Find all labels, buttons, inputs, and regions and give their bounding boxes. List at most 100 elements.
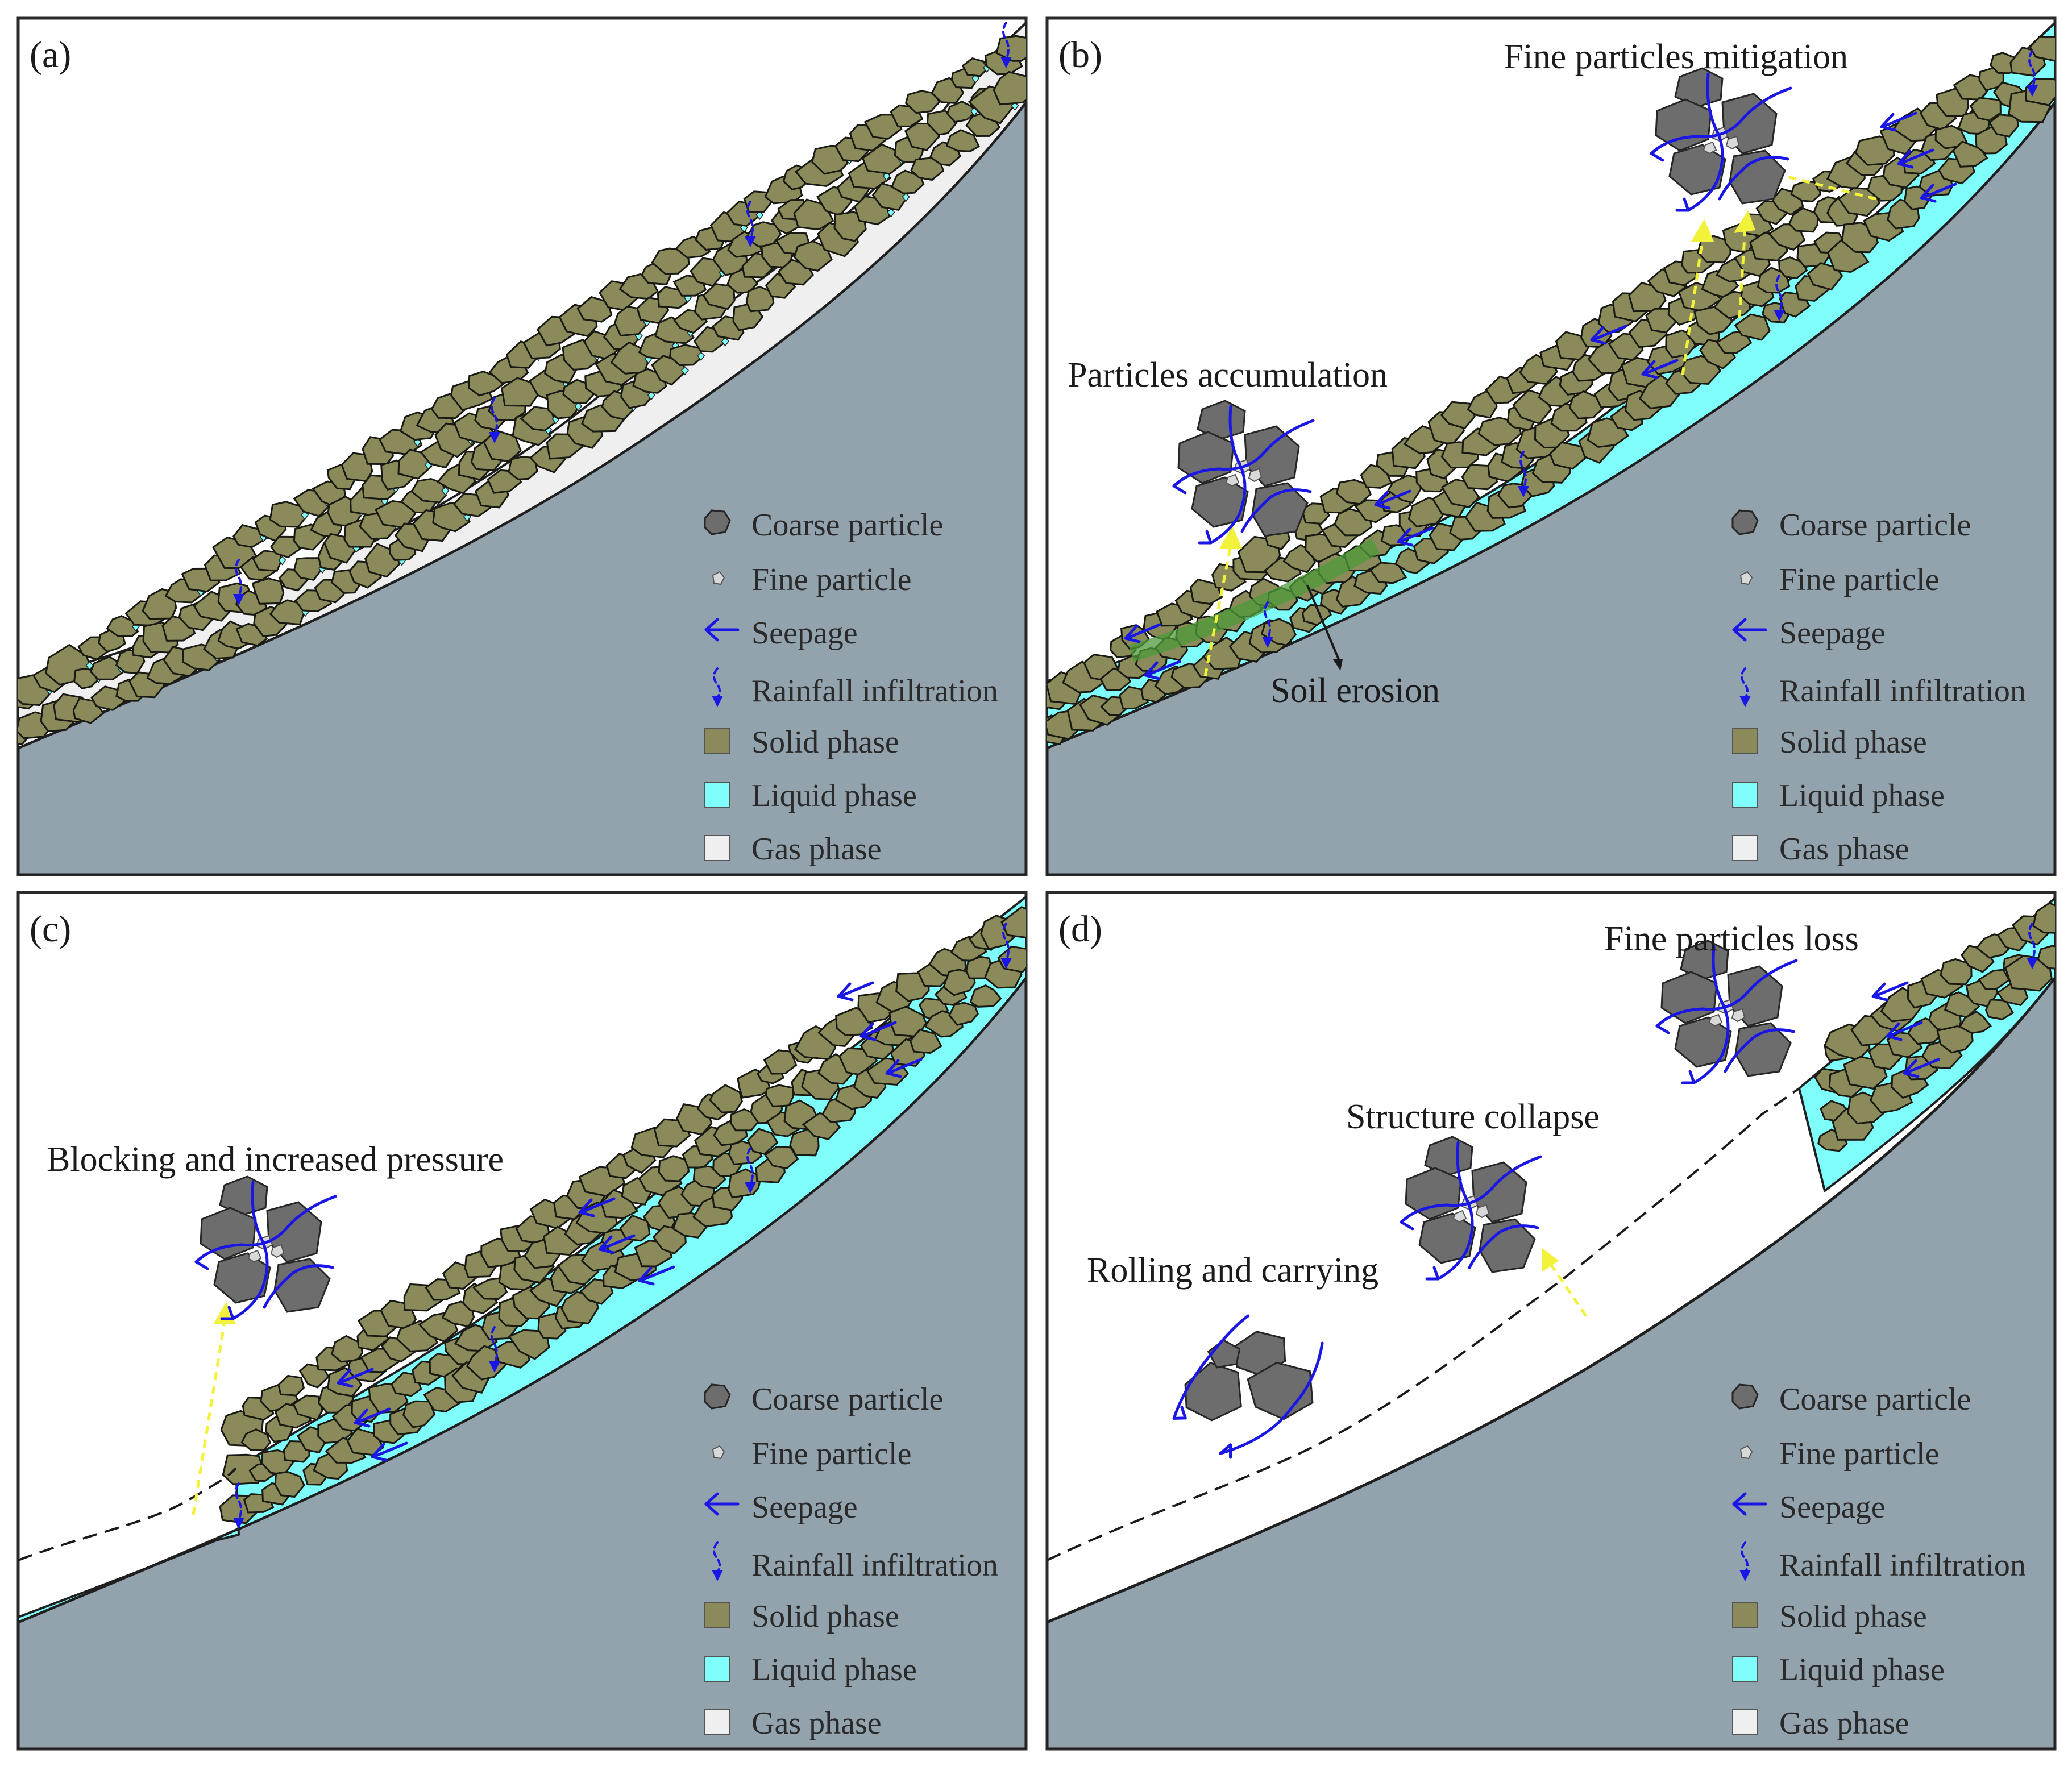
panel-tag: (a) bbox=[30, 34, 71, 76]
annotation-accumulation: Particles accumulation bbox=[1068, 356, 1388, 394]
legend-label-liquid: Liquid phase bbox=[1779, 778, 1945, 813]
legend-label-coarse: Coarse particle bbox=[751, 1382, 943, 1417]
legend-label-gas: Gas phase bbox=[1779, 1706, 1909, 1741]
annotation-blocking: Blocking and increased pressure bbox=[47, 1140, 504, 1179]
solid-particle bbox=[1958, 1011, 1992, 1034]
seepage-arrow-icon bbox=[704, 1492, 740, 1516]
rainfall-arrow-icon bbox=[712, 1541, 723, 1581]
solid-particle bbox=[746, 1128, 779, 1155]
liquid-phase-swatch bbox=[704, 1656, 730, 1682]
gas-phase-swatch bbox=[704, 1709, 730, 1735]
annotation-rolling: Rolling and carrying bbox=[1087, 1251, 1378, 1290]
water-droplet bbox=[755, 210, 764, 221]
water-droplet bbox=[301, 510, 309, 520]
liquid-phase-swatch bbox=[1732, 1656, 1758, 1682]
solid-particle bbox=[946, 101, 977, 123]
water-droplet bbox=[721, 337, 729, 347]
water-droplet bbox=[887, 208, 895, 218]
coarse-particle-icon bbox=[1731, 509, 1759, 535]
panel-tag: (c) bbox=[30, 908, 71, 950]
annotation-collapse: Structure collapse bbox=[1346, 1098, 1600, 1136]
migration-arrow bbox=[1203, 545, 1232, 677]
legend-label-coarse: Coarse particle bbox=[1779, 508, 1971, 543]
rainfall-arrow-icon bbox=[1739, 667, 1751, 707]
annotation-erosion: Soil erosion bbox=[1270, 671, 1440, 710]
water-droplet bbox=[1030, 45, 1037, 53]
solid-particle bbox=[965, 955, 993, 979]
coarse-particle-icon bbox=[704, 1383, 731, 1410]
legend-label-liquid: Liquid phase bbox=[1779, 1652, 1945, 1688]
legend-label-gas: Gas phase bbox=[1779, 832, 1909, 867]
solid-particle bbox=[948, 1002, 979, 1026]
solid-particle bbox=[2029, 35, 2055, 62]
solid-particle bbox=[961, 57, 989, 77]
solid-particles bbox=[1047, 35, 2055, 746]
bedrock bbox=[1047, 976, 2055, 1749]
solid-particle bbox=[292, 1394, 323, 1421]
water-droplet bbox=[441, 486, 450, 496]
panel-c: (c) Blocking and increased pressure bbox=[18, 896, 1026, 1749]
legend-label-rainfall: Rainfall infiltration bbox=[1779, 674, 2026, 709]
seepage-arrow-icon bbox=[1732, 1492, 1767, 1516]
solid-particle bbox=[2037, 945, 2055, 970]
liquid-phase-swatch bbox=[1732, 782, 1758, 808]
fine-particle-icon bbox=[712, 1445, 725, 1460]
solid-particle bbox=[1734, 313, 1771, 341]
solid-particle bbox=[2032, 902, 2055, 934]
panel-title: Fine particles loss bbox=[1604, 920, 1859, 958]
solid-phase-swatch bbox=[1732, 728, 1758, 754]
legend-label-seepage: Seepage bbox=[751, 1490, 858, 1525]
fine-particle-icon bbox=[1739, 571, 1753, 585]
solid-particle bbox=[945, 129, 981, 152]
solid-particle bbox=[293, 557, 323, 581]
solid-particle bbox=[240, 1428, 271, 1451]
solid-phase-swatch bbox=[704, 728, 730, 754]
legend-label-liquid: Liquid phase bbox=[751, 778, 917, 813]
solid-particle bbox=[402, 1400, 436, 1428]
water-droplet bbox=[647, 391, 655, 401]
water-droplet bbox=[1011, 101, 1019, 111]
legend-label-solid: Solid phase bbox=[1779, 1599, 1927, 1634]
solid-particle bbox=[765, 1084, 794, 1107]
migration-arrow bbox=[1547, 1261, 1588, 1317]
legend-label-seepage: Seepage bbox=[1779, 616, 1886, 651]
solid-particle bbox=[89, 655, 126, 680]
panel-a: (a) bbox=[18, 22, 1037, 875]
rolling-cluster bbox=[1172, 1314, 1324, 1459]
fine-particle-icon bbox=[712, 571, 725, 585]
solid-particles bbox=[18, 35, 1037, 745]
solid-particles bbox=[219, 905, 1026, 1524]
solid-particle bbox=[277, 1374, 305, 1397]
original-slope-outline bbox=[1047, 1087, 1800, 1561]
failed-slope-outline bbox=[18, 1467, 237, 1561]
legend-label-rainfall: Rainfall infiltration bbox=[751, 1548, 998, 1583]
water-droplet bbox=[971, 74, 980, 84]
solid-particle bbox=[709, 1084, 744, 1113]
gas-phase-swatch bbox=[1732, 1709, 1758, 1735]
legend-label-gas: Gas phase bbox=[751, 1706, 882, 1741]
water-droplet bbox=[278, 556, 286, 566]
seepage-arrow-icon bbox=[1732, 618, 1767, 642]
migration-arrow bbox=[192, 1321, 226, 1515]
legend-label-coarse: Coarse particle bbox=[751, 508, 943, 543]
solid-particle bbox=[993, 70, 1026, 106]
solid-phase-swatch bbox=[704, 1602, 730, 1628]
legend-label-gas: Gas phase bbox=[751, 832, 882, 867]
gas-phase-swatch bbox=[704, 835, 730, 861]
water-droplet bbox=[574, 402, 583, 412]
panel-tag: (b) bbox=[1058, 34, 1102, 76]
legend-label-liquid: Liquid phase bbox=[751, 1652, 917, 1688]
water-droplet bbox=[902, 193, 910, 202]
legend-label-solid: Solid phase bbox=[751, 1599, 899, 1634]
solid-particle bbox=[274, 1470, 305, 1498]
panel-title: Fine particles mitigation bbox=[1504, 38, 1848, 76]
solid-particle bbox=[969, 984, 1002, 1008]
seepage-arrow-icon bbox=[704, 618, 740, 642]
legend-label-coarse: Coarse particle bbox=[1779, 1382, 1971, 1417]
legend-label-seepage: Seepage bbox=[1779, 1490, 1886, 1525]
solid-particle bbox=[995, 35, 1026, 62]
erosion-pointer bbox=[1306, 585, 1340, 660]
legend-label-solid: Solid phase bbox=[1779, 725, 1927, 760]
